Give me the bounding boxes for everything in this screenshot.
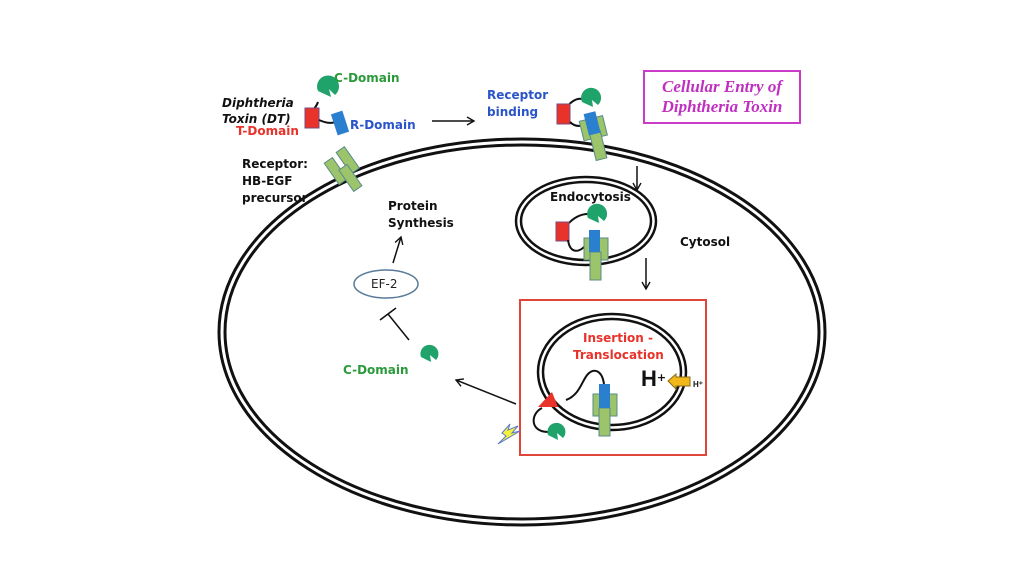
- r-domain-icon: [599, 384, 610, 408]
- c-domain-icon: [317, 75, 340, 97]
- diagram-title-line2: Diphtheria Toxin: [661, 97, 783, 116]
- receptor-label-line2: HB-EGF: [242, 174, 293, 188]
- r-domain-label: R-Domain: [350, 118, 416, 132]
- receptor-binding-label-line2: binding: [487, 105, 539, 119]
- c-domain-icon: [587, 203, 608, 223]
- t-domain-label: T-Domain: [236, 124, 299, 138]
- inhibition-bar-icon: [379, 307, 410, 341]
- ef2-ellipse: [353, 269, 419, 299]
- diagram-title-box: Cellular Entry of Diphtheria Toxin: [643, 70, 801, 124]
- receptor-label-line1: Receptor:: [242, 157, 308, 171]
- r-domain-icon: [589, 230, 600, 252]
- acidic-endosome-vesicle: [536, 312, 688, 432]
- proton-small-label: H⁺: [693, 380, 703, 389]
- t-domain-pore-icon: [538, 392, 558, 407]
- toxin-label-line2: Toxin (DT): [222, 112, 291, 126]
- endocytosis-label: Endocytosis: [550, 190, 631, 204]
- insertion-label-line2: Translocation: [573, 348, 664, 362]
- cytosol-label: Cytosol: [680, 235, 731, 249]
- proton-label: H+: [641, 366, 667, 391]
- proton-symbol: H: [641, 366, 657, 391]
- c-domain-released-label: C-Domain: [343, 363, 409, 377]
- c-domain-icon: [581, 87, 602, 107]
- diagram-title-line1: Cellular Entry of: [662, 77, 782, 96]
- t-domain-icon: [555, 221, 570, 242]
- t-domain-icon: [556, 103, 571, 125]
- r-domain-icon: [583, 111, 601, 136]
- receptor-label-line3: precursor: [242, 191, 308, 205]
- endosome-complex: [555, 203, 609, 281]
- cell-membrane: [217, 137, 827, 527]
- arrow-to-cytosol-release: [454, 378, 517, 405]
- receptor-binding-complex: [556, 87, 608, 162]
- arrow-to-protein-synthesis: [392, 235, 404, 264]
- lightning-bolt-icon: [497, 423, 521, 445]
- ef2-label: EF-2: [371, 277, 398, 291]
- c-domain-icon: [547, 422, 566, 440]
- receptor-hbegf-icon: [323, 146, 363, 193]
- protein-synthesis-label-line2: Synthesis: [388, 216, 454, 230]
- proton-arrow-icon: [667, 372, 691, 391]
- c-domain-released-icon: [420, 344, 439, 362]
- translocation-complex: [532, 369, 618, 440]
- receptor-binding-label-line1: Receptor: [487, 88, 549, 102]
- r-domain-icon: [330, 110, 350, 136]
- t-domain-icon: [304, 107, 320, 129]
- proton-charge: +: [656, 371, 667, 384]
- c-domain-label: C-Domain: [334, 71, 400, 85]
- toxin-label-line1: Diphtheria: [222, 96, 294, 110]
- insertion-highlight-box: [519, 299, 707, 456]
- toxin-free: [304, 75, 350, 136]
- protein-synthesis-label-line1: Protein: [388, 199, 438, 213]
- insertion-label-line1: Insertion -: [583, 331, 654, 345]
